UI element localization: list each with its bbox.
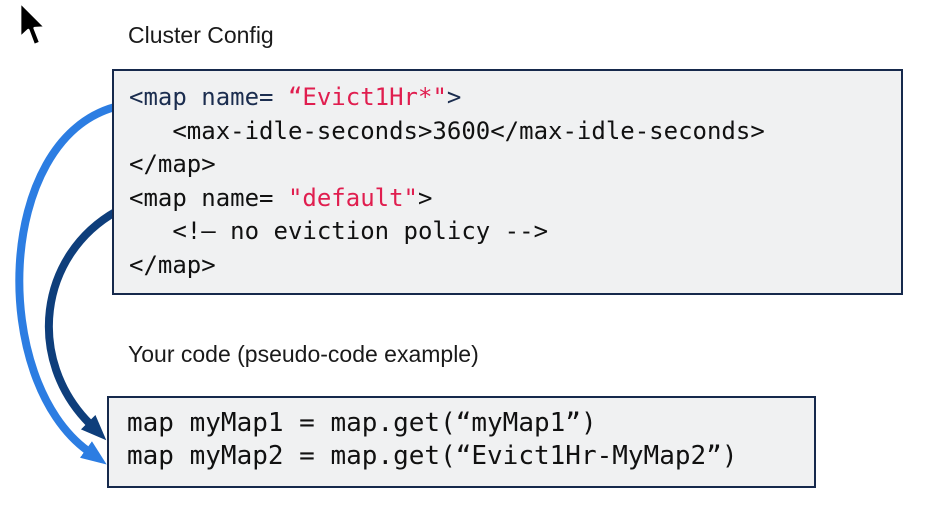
arrow-default-to-mymap1: [44, 207, 121, 441]
xml-tag-text: </map>: [129, 150, 216, 178]
xml-tag-text: <map name=: [129, 183, 288, 212]
xml-line-comment-no-eviction: <!– no eviction policy -->: [129, 215, 901, 249]
xml-line-map-open-default: <map name= "default">: [129, 182, 901, 216]
xml-line-max-idle-seconds: <max-idle-seconds>3600</max-idle-seconds…: [129, 115, 901, 149]
xml-line-map-close-2: </map>: [129, 249, 901, 283]
xml-line-map-open-evict1hr: <map name= “Evict1Hr*">: [129, 81, 901, 115]
arrow-evict1hr-to-mymap2: [15, 103, 119, 465]
xml-tag-close-bracket: >: [446, 83, 462, 111]
xml-comment-text: <!– no eviction policy -->: [129, 217, 549, 245]
pseudo-line-mymap2: map myMap2 = map.get(“Evict1Hr-MyMap2”): [127, 441, 738, 471]
xml-attr-value-evict1hr: “Evict1Hr*": [287, 83, 447, 111]
pseudo-code-box: map myMap1 = map.get(“myMap1”) map myMap…: [107, 396, 816, 488]
cluster-config-code-box: <map name= “Evict1Hr*"> <max-idle-second…: [112, 69, 903, 295]
xml-tag-text: <map name=: [129, 83, 288, 111]
your-code-title: Your code (pseudo-code example): [128, 341, 479, 367]
xml-tag-close-bracket: >: [418, 183, 433, 212]
xml-attr-value-default: "default": [287, 183, 418, 212]
cluster-config-title: Cluster Config: [128, 22, 274, 48]
pseudo-line-mymap1: map myMap1 = map.get(“myMap1”): [127, 408, 597, 438]
mouse-cursor-icon: [18, 1, 47, 47]
xml-element-text: <max-idle-seconds>3600</max-idle-seconds…: [129, 116, 765, 145]
xml-line-map-close-1: </map>: [129, 148, 901, 182]
xml-tag-text: </map>: [129, 250, 216, 279]
